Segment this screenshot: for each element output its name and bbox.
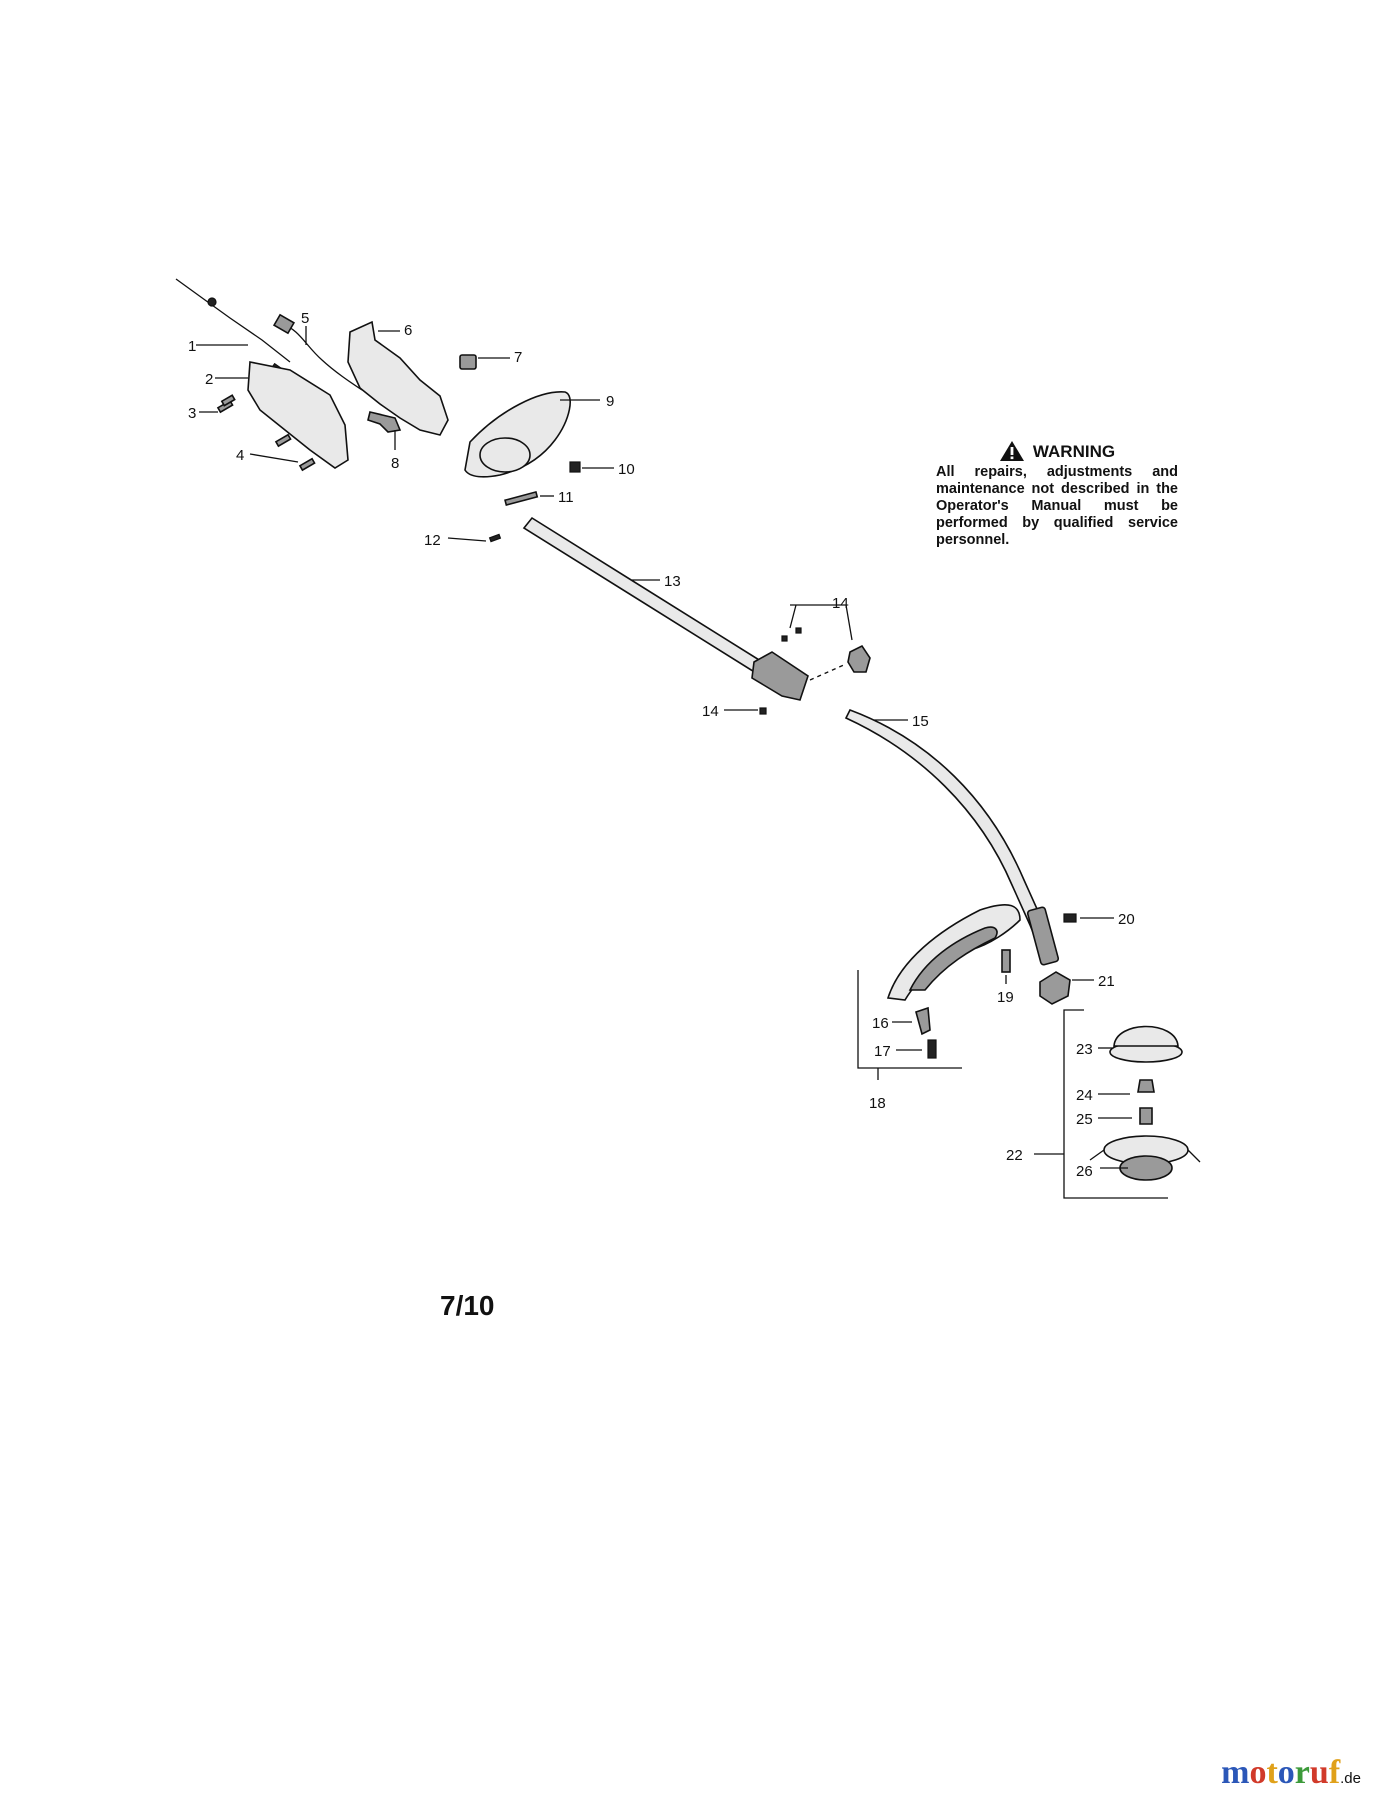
screw-icon xyxy=(216,394,236,414)
nut-icon xyxy=(1039,971,1071,1005)
watermark-letter: u xyxy=(1309,1754,1329,1791)
part-label-12: 12 xyxy=(424,532,441,549)
part-label-1: 1 xyxy=(188,338,196,355)
shaft-end xyxy=(1026,906,1060,966)
part-label-26: 26 xyxy=(1076,1163,1093,1180)
part-label-13: 13 xyxy=(664,573,681,590)
part-label-5: 5 xyxy=(301,310,309,327)
switch-icon xyxy=(272,313,296,335)
part-label-25: 25 xyxy=(1076,1111,1093,1128)
watermark-letter: m xyxy=(1221,1754,1250,1791)
group-bracket-18 xyxy=(857,970,962,1080)
warning-triangle-icon xyxy=(999,441,1024,461)
warning-title: WARNING xyxy=(1032,441,1116,461)
watermark-brand: motoruf xyxy=(1221,1754,1340,1791)
warning-header: WARNING xyxy=(936,440,1178,462)
part-label-6: 6 xyxy=(404,322,412,339)
grass-shield-inner xyxy=(908,926,998,991)
bolt-icon xyxy=(504,490,539,507)
part-label-19: 19 xyxy=(997,989,1014,1006)
part-label-17: 17 xyxy=(874,1043,891,1060)
handle-housing-right xyxy=(347,320,449,436)
watermark-domain: .de xyxy=(1340,1770,1361,1787)
part-label-11: 11 xyxy=(558,489,574,506)
wire-harness xyxy=(281,323,363,391)
screw-icon xyxy=(274,433,316,472)
part-label-10: 10 xyxy=(618,461,635,478)
screw-icon xyxy=(1001,949,1011,973)
part-label-24: 24 xyxy=(1076,1087,1093,1104)
part-label-21: 21 xyxy=(1098,973,1115,990)
eyelet-icon xyxy=(1137,1079,1155,1093)
line-limiter-blade xyxy=(915,1006,931,1036)
part-label-14-bottom: 14 xyxy=(702,703,719,720)
page-number: 7/10 xyxy=(440,1290,495,1321)
part-label-8: 8 xyxy=(391,455,399,472)
part-label-23: 23 xyxy=(1076,1041,1093,1058)
group-bracket-22 xyxy=(1034,1009,1168,1199)
throttle-trigger xyxy=(367,411,402,433)
watermark-letter: r xyxy=(1294,1754,1310,1791)
watermark-letter: o xyxy=(1249,1754,1267,1791)
throttle-cable xyxy=(175,278,291,376)
part-label-3: 3 xyxy=(188,405,196,422)
pin-icon xyxy=(488,533,502,543)
trigger-lock xyxy=(459,354,477,370)
spool-cover xyxy=(1109,1025,1183,1063)
handle-housing-left xyxy=(247,361,349,469)
watermark-letter: t xyxy=(1266,1754,1278,1791)
knob-icon xyxy=(569,461,581,473)
watermark-letter: f xyxy=(1328,1754,1341,1791)
watermark-logo: motoruf.de xyxy=(1221,1754,1361,1792)
part-label-22: 22 xyxy=(1006,1147,1023,1164)
part-label-2: 2 xyxy=(205,371,213,388)
upper-shaft xyxy=(522,516,774,680)
shaft-coupler xyxy=(751,651,809,701)
screw-icon xyxy=(927,1039,937,1059)
part-label-9: 9 xyxy=(606,393,614,410)
warning-notice: WARNING All repairs, adjustments and mai… xyxy=(936,440,1178,549)
part-label-16: 16 xyxy=(872,1015,889,1032)
part-label-4: 4 xyxy=(236,447,244,464)
trimmer-spool xyxy=(1089,1135,1201,1181)
part-label-14-top: 14 xyxy=(832,595,849,612)
watermark-letter: o xyxy=(1277,1754,1295,1791)
screw-icon xyxy=(1063,913,1077,923)
part-label-20: 20 xyxy=(1118,911,1135,928)
spring-icon xyxy=(1139,1107,1153,1125)
part-label-18: 18 xyxy=(869,1095,886,1112)
coupler-hardware xyxy=(759,627,871,715)
warning-text: All repairs, adjustments and maintenance… xyxy=(936,464,1178,548)
part-label-7: 7 xyxy=(514,349,522,366)
part-label-15: 15 xyxy=(912,713,929,730)
